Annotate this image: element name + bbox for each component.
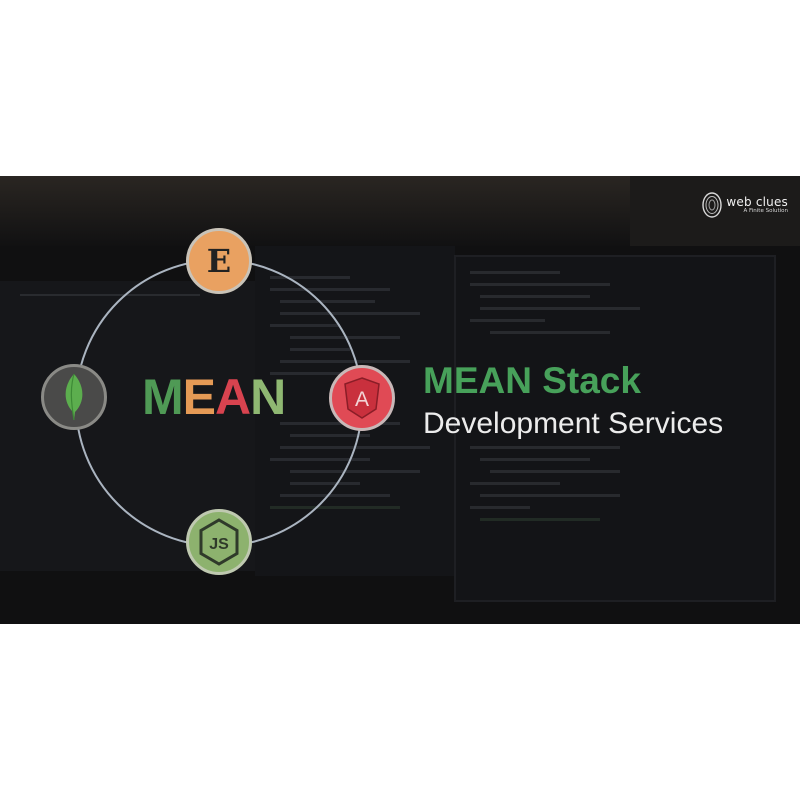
headline-subtitle: Development Services xyxy=(423,407,724,440)
mean-letter-n: N xyxy=(250,369,286,425)
angular-letter: A xyxy=(355,388,369,411)
express-letter: E xyxy=(206,242,232,280)
angular-node: A xyxy=(329,365,395,431)
mean-letter-e: E xyxy=(182,369,216,425)
fingerprint-logo-icon xyxy=(702,192,723,218)
angular-shield-icon: A xyxy=(344,377,380,419)
headline-title: MEAN Stack xyxy=(423,360,641,401)
brand-logo: web clues A Finite Solution xyxy=(702,191,788,219)
nodejs-hexagon-icon: JS xyxy=(199,518,239,566)
brand-tagline: A Finite Solution xyxy=(743,207,788,214)
nodejs-node: JS xyxy=(186,509,252,575)
mongodb-node xyxy=(41,364,107,430)
express-node: E xyxy=(186,228,252,294)
mean-letter-a: A xyxy=(215,369,251,425)
nodejs-letters: JS xyxy=(209,536,229,553)
mongodb-leaf-icon xyxy=(65,373,83,421)
mean-letter-m: M xyxy=(142,369,184,425)
hero-banner: web clues A Finite Solution E A xyxy=(0,176,800,624)
mean-wordmark: M E A N xyxy=(142,368,286,426)
brand-name: web clues xyxy=(726,194,788,209)
